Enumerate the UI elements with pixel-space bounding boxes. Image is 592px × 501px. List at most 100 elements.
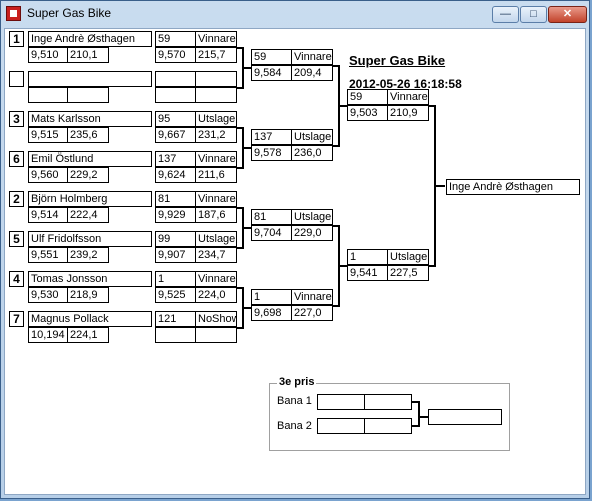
elapsed-time-field[interactable]: 9,551	[28, 247, 68, 263]
elapsed-time-field[interactable]: 9,530	[28, 287, 68, 303]
result-field[interactable]: Utslagen	[195, 231, 237, 247]
racer-name-field[interactable]: Tomas Jonsson	[28, 271, 152, 287]
racer-name-field[interactable]: Björn Holmberg	[28, 191, 152, 207]
racer-name-field[interactable]: Ulf Fridolfsson	[28, 231, 152, 247]
elapsed-time-field[interactable]: 9,578	[251, 145, 292, 161]
elapsed-time-field[interactable]: 9,698	[251, 305, 292, 321]
elapsed-time-field[interactable]	[155, 87, 196, 103]
bike-number-field[interactable]: 121	[155, 311, 196, 327]
racer-name-field[interactable]: Emil Östlund	[28, 151, 152, 167]
bike-number-field[interactable]: 81	[251, 209, 292, 225]
result-field[interactable]: Utslagen	[195, 111, 237, 127]
third-place-result[interactable]	[428, 409, 502, 425]
third-place-group	[269, 383, 510, 451]
lane-2-entry-a[interactable]	[317, 418, 365, 434]
bike-number-field[interactable]: 59	[347, 89, 388, 105]
speed-field[interactable]: 210,1	[67, 47, 109, 63]
speed-field[interactable]: 227,0	[291, 305, 333, 321]
seed-number: 2	[9, 191, 24, 207]
result-field[interactable]: Vinnare	[195, 271, 237, 287]
speed-field[interactable]: 222,4	[67, 207, 109, 223]
app-logo-icon[interactable]	[6, 6, 21, 21]
result-field[interactable]: NoShow	[195, 311, 237, 327]
minimize-button[interactable]: —	[492, 6, 519, 23]
result-field[interactable]: Utslagen	[387, 249, 429, 265]
elapsed-time-field[interactable]: 9,510	[28, 47, 68, 63]
elapsed-time-field[interactable]: 9,907	[155, 247, 196, 263]
speed-field[interactable]: 227,5	[387, 265, 429, 281]
result-field[interactable]: Vinnare	[195, 151, 237, 167]
elapsed-time-field[interactable]: 9,541	[347, 265, 388, 281]
speed-field[interactable]: 234,7	[195, 247, 237, 263]
speed-field[interactable]: 211,6	[195, 167, 237, 183]
racer-name-field[interactable]: Inge Andrè Østhagen	[28, 31, 152, 47]
elapsed-time-field[interactable]	[155, 327, 196, 343]
title-bar[interactable]: Super Gas Bike — □ ✕	[1, 1, 589, 26]
bike-number-field[interactable]: 59	[155, 31, 196, 47]
bike-number-field[interactable]: 1	[155, 271, 196, 287]
elapsed-time-field[interactable]: 9,704	[251, 225, 292, 241]
lane-2-label: Bana 2	[277, 420, 312, 432]
maximize-button[interactable]: □	[520, 6, 547, 23]
elapsed-time-field[interactable]: 9,560	[28, 167, 68, 183]
result-field[interactable]: Vinnare	[291, 289, 333, 305]
speed-field[interactable]: 224,1	[67, 327, 109, 343]
lane-1-entry-a[interactable]	[317, 394, 365, 410]
speed-field[interactable]: 229,0	[291, 225, 333, 241]
racer-name-field[interactable]: Magnus Pollack	[28, 311, 152, 327]
bike-number-field[interactable]: 1	[347, 249, 388, 265]
speed-field[interactable]: 209,4	[291, 65, 333, 81]
speed-field[interactable]: 235,6	[67, 127, 109, 143]
elapsed-time-field[interactable]	[28, 87, 68, 103]
speed-field[interactable]: 236,0	[291, 145, 333, 161]
bike-number-field[interactable]: 137	[155, 151, 196, 167]
elapsed-time-field[interactable]: 9,525	[155, 287, 196, 303]
winner-name-field[interactable]: Inge Andrè Østhagen	[446, 179, 580, 195]
elapsed-time-field[interactable]: 9,667	[155, 127, 196, 143]
speed-field[interactable]: 187,6	[195, 207, 237, 223]
elapsed-time-field[interactable]: 9,570	[155, 47, 196, 63]
speed-field[interactable]: 215,7	[195, 47, 237, 63]
elapsed-time-field[interactable]: 9,584	[251, 65, 292, 81]
speed-field[interactable]: 231,2	[195, 127, 237, 143]
result-field[interactable]: Vinnare	[195, 191, 237, 207]
speed-field[interactable]: 239,2	[67, 247, 109, 263]
speed-field[interactable]: 210,9	[387, 105, 429, 121]
bike-number-field[interactable]	[155, 71, 196, 87]
result-field[interactable]: Vinnare	[195, 31, 237, 47]
elapsed-time-field[interactable]: 9,514	[28, 207, 68, 223]
result-field[interactable]: Utslagen	[291, 129, 333, 145]
bike-number-field[interactable]: 1	[251, 289, 292, 305]
bike-number-field[interactable]: 59	[251, 49, 292, 65]
elapsed-time-field[interactable]: 9,515	[28, 127, 68, 143]
bracket-connector	[237, 327, 243, 329]
bike-number-field[interactable]: 95	[155, 111, 196, 127]
elapsed-time-field[interactable]: 10,194	[28, 327, 68, 343]
result-field[interactable]	[195, 71, 237, 87]
lane-1-entry-b[interactable]	[364, 394, 412, 410]
elapsed-time-field[interactable]: 9,624	[155, 167, 196, 183]
result-field[interactable]: Vinnare	[387, 89, 429, 105]
bracket-connector	[333, 145, 339, 147]
bike-number-field[interactable]: 99	[155, 231, 196, 247]
close-button[interactable]: ✕	[548, 6, 587, 23]
lane-2-entry-b[interactable]	[364, 418, 412, 434]
racer-name-field[interactable]	[28, 71, 152, 87]
speed-field[interactable]	[67, 87, 109, 103]
bike-number-field[interactable]: 81	[155, 191, 196, 207]
speed-field[interactable]: 229,2	[67, 167, 109, 183]
bracket-connector	[338, 265, 348, 267]
speed-field[interactable]: 218,9	[67, 287, 109, 303]
speed-field[interactable]	[195, 327, 237, 343]
result-field[interactable]: Vinnare	[291, 49, 333, 65]
speed-field[interactable]	[195, 87, 237, 103]
speed-field[interactable]: 224,0	[195, 287, 237, 303]
elapsed-time-field[interactable]: 9,929	[155, 207, 196, 223]
elapsed-time-field[interactable]: 9,503	[347, 105, 388, 121]
result-field[interactable]: Utslagen	[291, 209, 333, 225]
bracket-connector	[237, 87, 243, 89]
seed-number: 3	[9, 111, 24, 127]
racer-name-field[interactable]: Mats Karlsson	[28, 111, 152, 127]
bike-number-field[interactable]: 137	[251, 129, 292, 145]
